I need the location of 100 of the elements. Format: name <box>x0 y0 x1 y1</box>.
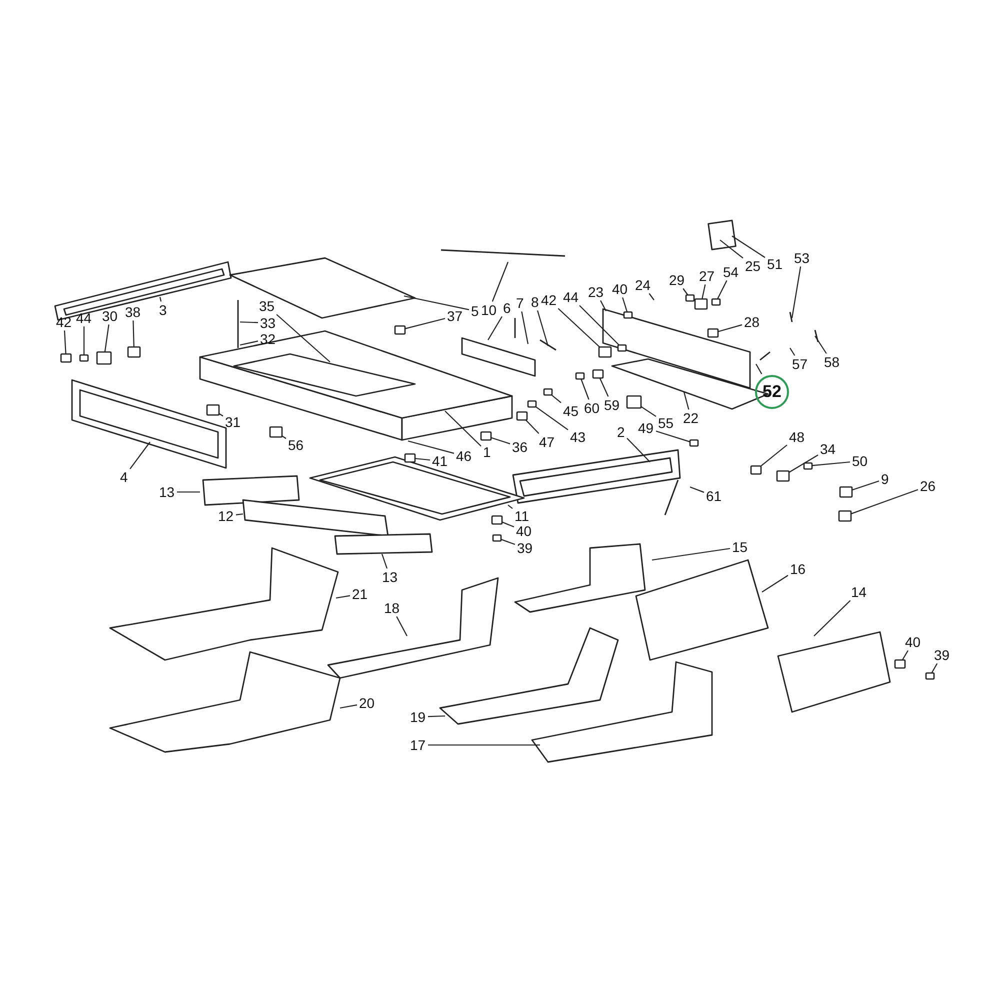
callout-number: 41 <box>432 454 448 468</box>
leader-line <box>282 435 286 439</box>
small-part-drawing <box>750 465 762 475</box>
leader-line <box>159 296 162 302</box>
callout-number: 18 <box>384 600 400 616</box>
callout-number: 16 <box>790 562 806 576</box>
callout-number: 20 <box>359 696 375 710</box>
callout-number: 53 <box>794 250 810 266</box>
leader-line <box>656 430 690 442</box>
leader-line <box>404 295 470 310</box>
leader-line <box>599 378 609 397</box>
callout-number: 12 <box>218 508 234 524</box>
callout-number: 47 <box>539 434 555 450</box>
small-part-drawing <box>617 344 627 352</box>
callout-number: 42 <box>56 314 72 330</box>
leader-line <box>788 454 818 473</box>
leader-line <box>760 444 788 466</box>
callout-number: 44 <box>563 290 579 304</box>
callout-number: 56 <box>288 438 304 452</box>
leader-line <box>177 491 200 493</box>
leader-line <box>762 574 788 592</box>
small-part-drawing <box>707 328 719 338</box>
leader-line <box>756 364 762 374</box>
leader-line <box>132 320 134 348</box>
callout-number: 31 <box>225 414 241 430</box>
small-part-drawing <box>694 298 708 310</box>
small-part-drawing <box>925 672 935 680</box>
leader-line <box>648 293 654 300</box>
callout-number: 25 <box>745 258 761 274</box>
callout-number: 52 <box>755 375 789 409</box>
leader-line <box>732 236 766 258</box>
callout-number: 29 <box>669 272 685 288</box>
leader-line <box>580 378 590 400</box>
leader-line <box>812 461 850 466</box>
callout-number: 1 <box>483 444 491 460</box>
callout-number: 8 <box>531 294 539 310</box>
leader-line <box>640 406 656 417</box>
leader-line <box>790 348 796 356</box>
callout-number: 46 <box>456 448 472 464</box>
small-part-drawing <box>492 534 502 542</box>
callout-number: 11 <box>514 508 530 524</box>
callout-number: 7 <box>516 296 524 310</box>
small-part-drawing <box>623 311 633 319</box>
callout-number: 39 <box>517 540 533 556</box>
callout-number: 23 <box>588 284 604 300</box>
leader-line <box>551 394 562 404</box>
leader-line <box>791 266 802 318</box>
leader-line <box>414 458 430 461</box>
leader-line <box>64 330 66 354</box>
leader-line <box>381 554 388 569</box>
small-part-drawing <box>404 453 416 463</box>
small-part-drawing <box>206 404 220 416</box>
small-part-drawing <box>803 462 813 470</box>
callout-number: 2 <box>617 424 625 440</box>
callout-number: 5 <box>471 304 479 318</box>
small-part-drawing <box>685 294 695 302</box>
leader-line <box>500 538 516 545</box>
leader-line <box>600 300 606 312</box>
leader-line <box>814 336 827 354</box>
callout-number: 17 <box>410 738 426 752</box>
small-part-drawing <box>838 510 852 522</box>
callout-number: 40 <box>905 634 921 650</box>
leader-line <box>626 438 650 462</box>
small-part-drawing <box>516 411 528 421</box>
leader-line <box>702 284 706 300</box>
callout-number: 58 <box>824 354 840 370</box>
leader-line <box>236 513 244 516</box>
leader-line <box>682 288 688 296</box>
leader-line <box>396 616 408 636</box>
small-part-drawing <box>394 325 406 335</box>
callout-number: 35 <box>259 298 275 314</box>
small-part-drawing <box>626 395 642 409</box>
callout-number: 61 <box>706 488 722 504</box>
leader-line <box>336 595 350 599</box>
leader-line <box>690 486 704 493</box>
callout-number: 49 <box>638 420 654 436</box>
leader-line <box>558 308 600 348</box>
leader-line <box>720 240 744 259</box>
leader-line <box>490 437 510 444</box>
leader-line <box>536 310 549 346</box>
leader-line <box>276 314 330 362</box>
callout-number: 42 <box>541 292 557 308</box>
leader-line <box>83 326 85 355</box>
callout-number: 57 <box>792 356 808 372</box>
leader-line <box>683 392 690 410</box>
callout-number: 21 <box>352 586 368 602</box>
callout-number: 55 <box>658 416 674 430</box>
leader-line <box>240 321 258 324</box>
callout-number: 39 <box>934 648 950 662</box>
leader-line <box>521 311 529 344</box>
leader-line <box>579 305 620 346</box>
callout-number: 32 <box>260 332 276 346</box>
leader-line <box>104 324 110 352</box>
leader-line <box>525 420 540 434</box>
small-part-drawing <box>127 346 141 358</box>
leader-line <box>428 715 446 718</box>
small-part-drawing <box>689 439 699 447</box>
callout-number: 45 <box>563 404 579 418</box>
leader-line <box>717 280 728 300</box>
small-part-drawing <box>96 351 112 365</box>
